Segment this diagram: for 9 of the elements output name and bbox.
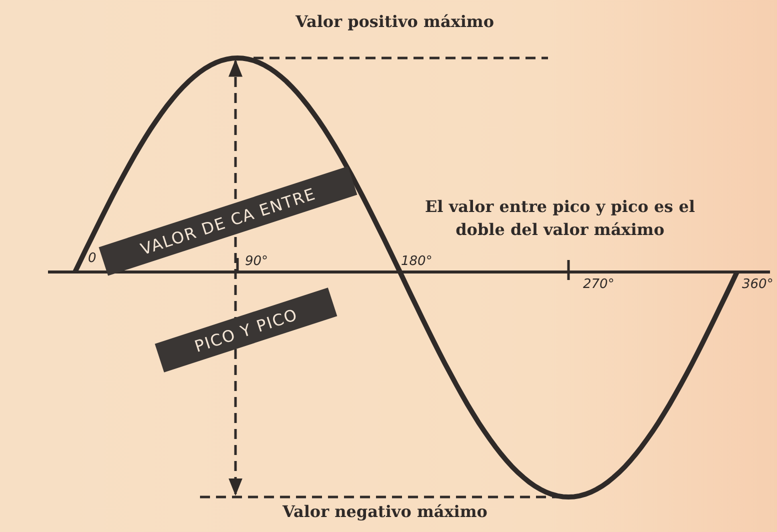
angle-label: 0 <box>88 251 96 266</box>
angle-label: 360° <box>742 277 774 292</box>
min-value-label: Valor negativo máximo <box>282 502 488 521</box>
max-value-label: Valor positivo máximo <box>296 12 494 31</box>
angle-label: 90° <box>245 254 268 269</box>
angle-label: 270° <box>583 277 614 292</box>
annotation-text: El valor entre pico y pico es el doble del valor máximo <box>424 196 696 242</box>
text-banner: PICO Y PICO <box>154 288 338 372</box>
angle-label: 180° <box>401 254 432 269</box>
